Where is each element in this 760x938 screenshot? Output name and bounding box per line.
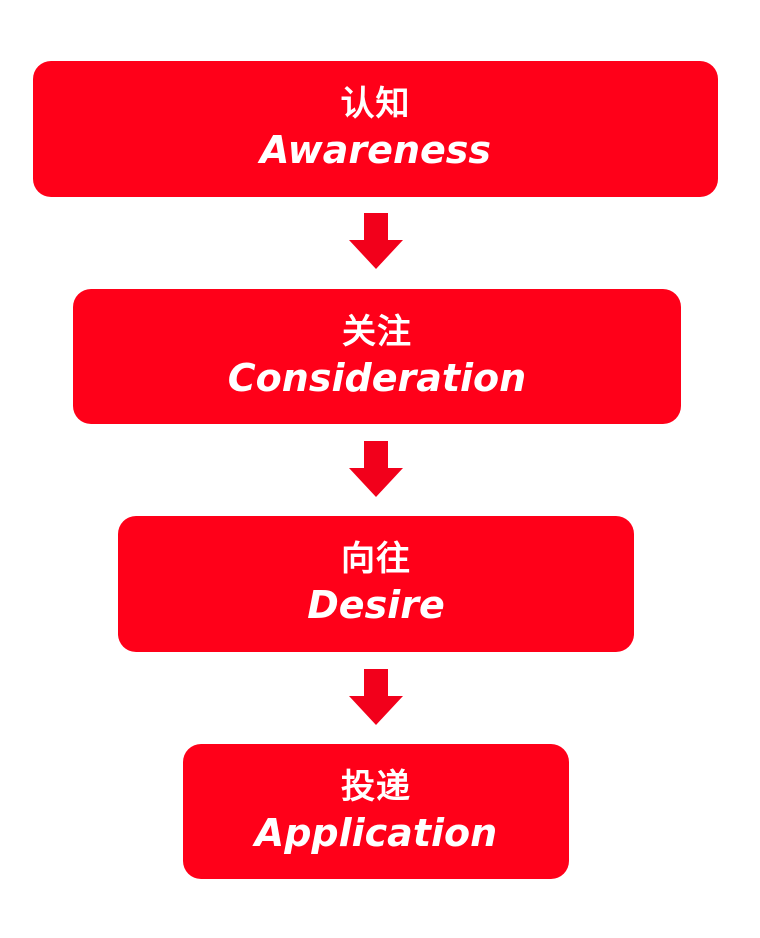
arrow-down-icon <box>349 213 403 269</box>
step-awareness: 认知 Awareness <box>33 61 718 197</box>
step-chinese-label: 向往 <box>341 539 411 579</box>
step-chinese-label: 认知 <box>340 84 411 124</box>
arrow-down-icon <box>349 669 403 725</box>
step-chinese-label: 关注 <box>342 311 412 352</box>
step-english-label: Consideration <box>227 355 527 400</box>
step-application: 投递 Application <box>183 744 569 879</box>
step-chinese-label: 投递 <box>341 766 411 807</box>
step-english-label: Application <box>254 810 498 855</box>
arrow-down-icon <box>349 441 403 497</box>
step-desire: 向往 Desire <box>118 516 634 652</box>
step-consideration: 关注 Consideration <box>73 289 681 424</box>
step-english-label: Awareness <box>259 128 492 172</box>
step-english-label: Desire <box>307 583 445 627</box>
